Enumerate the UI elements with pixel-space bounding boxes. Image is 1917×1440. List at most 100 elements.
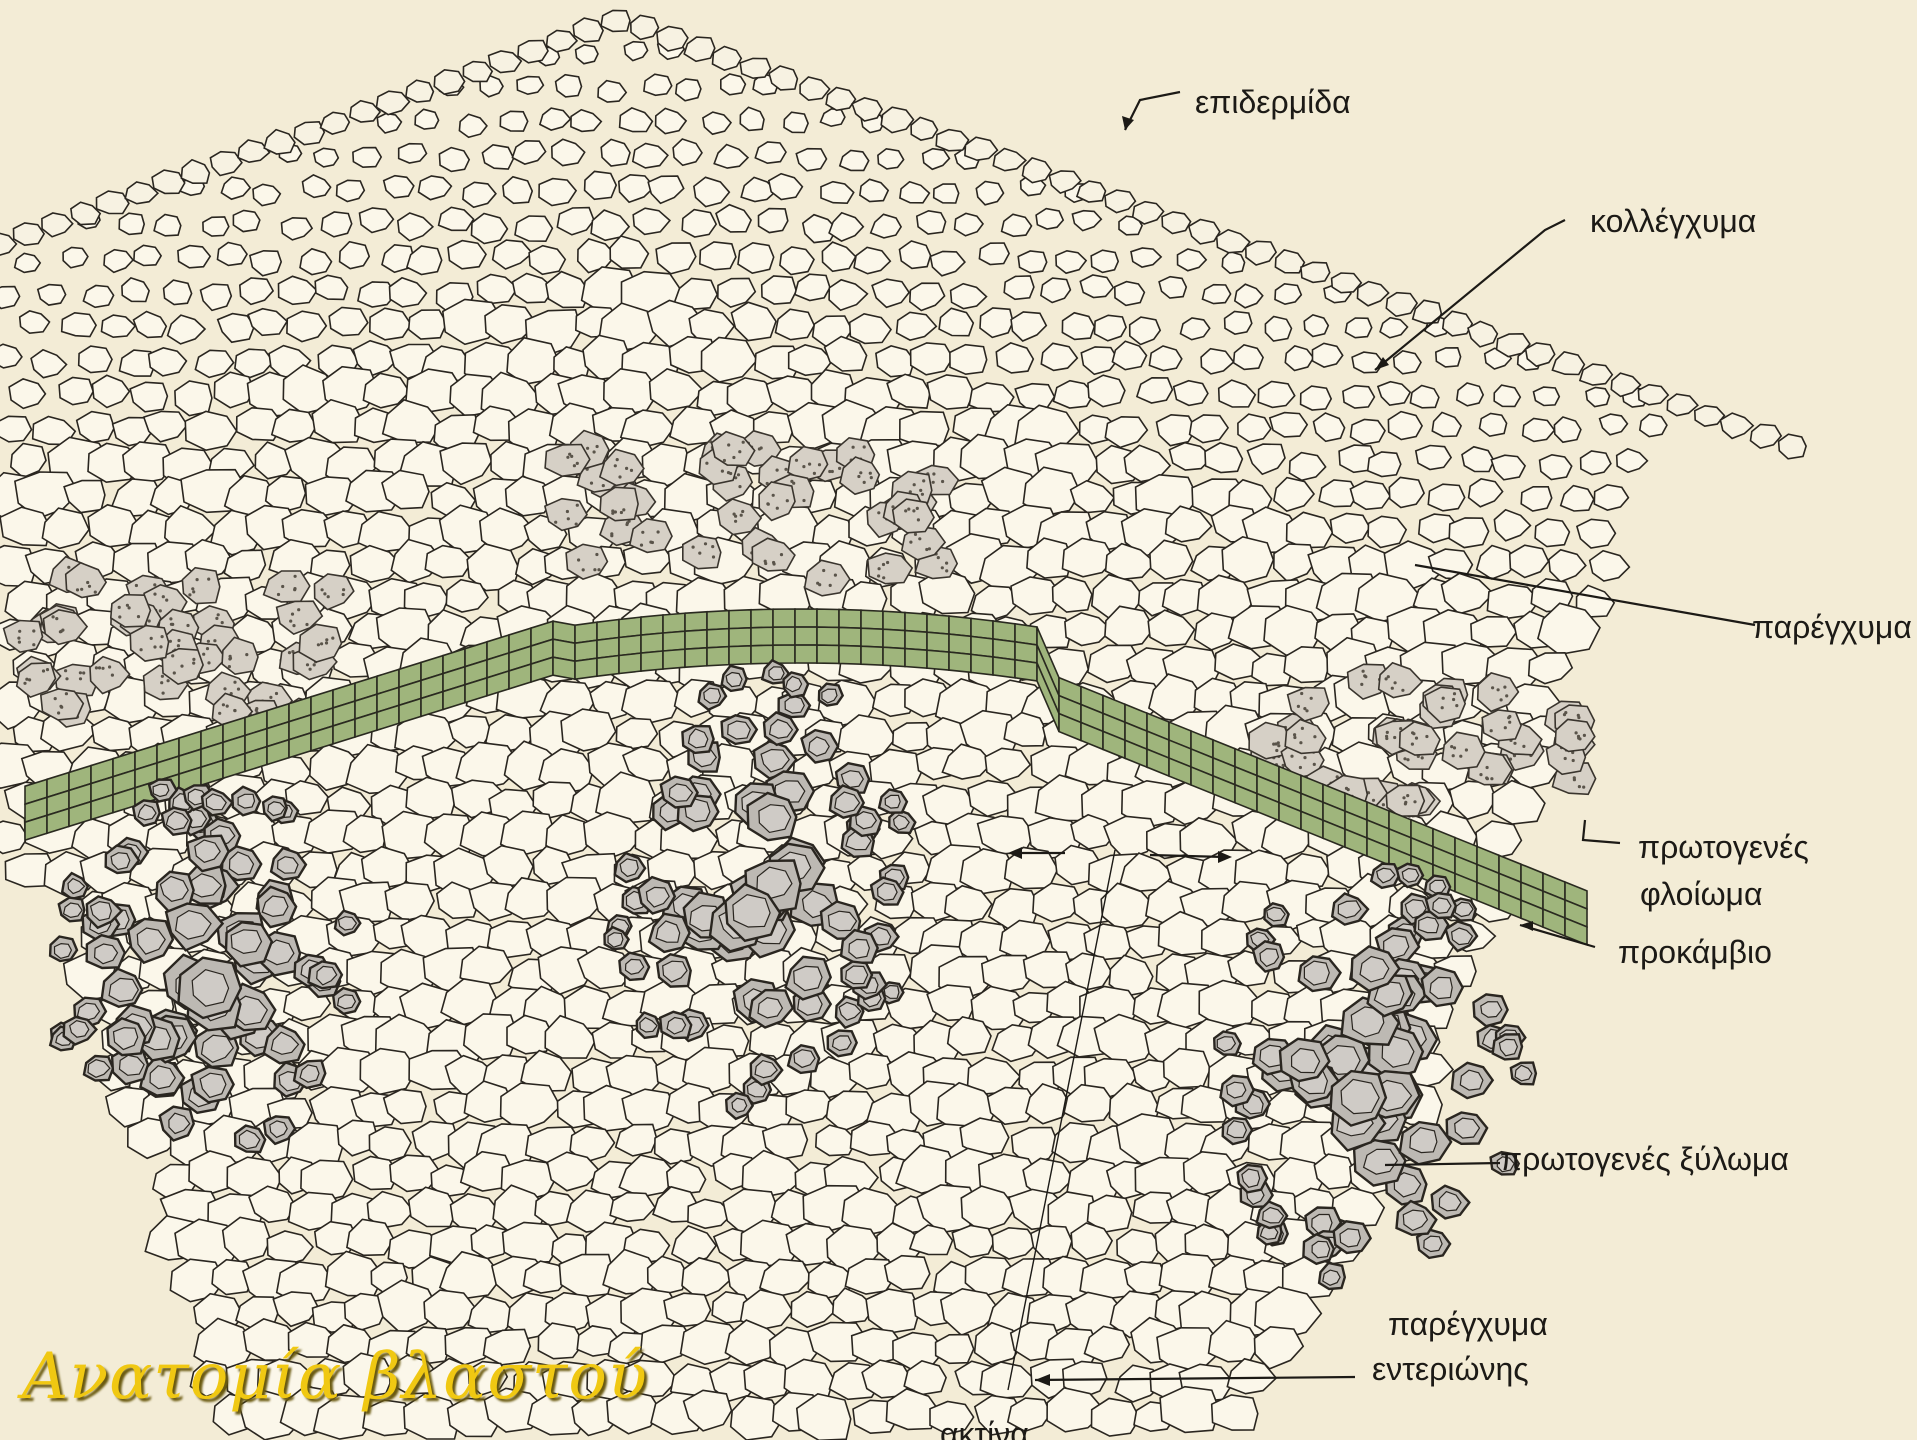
parenchyma-cell [409,310,447,339]
phloem-dot [1347,788,1350,791]
parenchyma-cell [59,378,93,405]
parenchyma-cell [119,213,144,234]
phloem-dot [1386,731,1389,734]
phloem-dot [342,588,345,591]
phloem-dot [1452,754,1455,757]
xylem-lumen [728,721,751,739]
phloem-dot [207,578,210,581]
phloem-dot [153,593,156,596]
procambium-cell [905,631,927,651]
phloem-dot [1415,737,1418,740]
parenchyma-cell [1535,519,1569,547]
phloem-dot [1450,745,1453,748]
phloem-dot [1575,731,1578,734]
phloem-dot [108,665,111,668]
procambium-cell [773,627,795,645]
phloem-dot [764,560,767,563]
parenchyma-cell [585,171,617,199]
phloem-dot [904,509,907,512]
phloem-dot [57,711,60,714]
phloem-dot [1421,756,1424,759]
phloem-dot [909,541,912,544]
phloem-dot [818,583,821,586]
parenchyma-cell [79,346,112,372]
phloem-dot [277,593,280,596]
xylem-lumen [1312,1241,1330,1257]
xylem-lumen [1340,1229,1360,1247]
phloem-dot [233,709,236,712]
phloem-dot [320,642,323,645]
procambium-cell [707,611,729,630]
phloem-dot [202,653,205,656]
phloem-dot [932,481,935,484]
phloem-dot [192,658,195,661]
phloem-dot [1583,734,1586,737]
procambium-cell [795,609,817,627]
phloem-dot [1563,713,1566,716]
phloem-dot [912,509,915,512]
phloem-dot [79,671,82,674]
parenchyma-cell [934,184,959,203]
phloem-dot [1303,756,1306,759]
phloem-dot [233,681,236,684]
phloem-dot [734,520,737,523]
phloem-dot [226,705,229,708]
phloem-dot [88,585,91,588]
phloem-dot [877,511,880,514]
epidermis-cell [601,10,630,31]
phloem-dot [159,609,162,612]
parenchyma-cell [503,177,532,204]
phloem-dot [331,637,334,640]
procambium-cell [949,634,971,654]
label-parenchyma: παρέγχυμα [1752,609,1912,645]
phloem-dot [95,666,98,669]
phloem-dot [575,523,578,526]
phloem-dot [327,595,330,598]
phloem-dot [772,494,775,497]
phloem-dot [221,621,224,624]
phloem-dot [160,681,163,684]
phloem-dot [65,677,68,680]
phloem-dot [1293,736,1296,739]
phloem-dot [46,668,49,671]
phloem-dot [86,581,89,584]
phloem-dot [712,555,715,558]
procambium-cell [619,653,641,673]
procambium-cell [597,637,619,658]
procambium-cell [839,627,861,646]
phloem-dot [1299,741,1302,744]
procambium-cell [883,647,905,666]
phloem-dot [1382,803,1385,806]
phloem-dot [802,499,805,502]
phloem-dot [1275,749,1278,752]
parenchyma-cell [1222,252,1244,274]
phloem-dot [738,485,741,488]
epidermis-cell [97,191,129,213]
phloem-dot [614,464,617,467]
phloem-dot [1503,686,1506,689]
phloem-dot [159,645,162,648]
slide-title: Ανατομία βλαστού [22,1340,648,1414]
phloem-dot [732,456,735,459]
procambium-cell [817,645,839,663]
phloem-dot [1313,763,1316,766]
phloem-dot [582,568,585,571]
procambium-cell [971,618,993,639]
phloem-dot [25,678,28,681]
xylem-lumen [338,995,356,1009]
phloem-dot [165,599,168,602]
phloem-dot [67,566,70,569]
xylem-lumen [849,939,870,958]
phloem-dot [573,464,576,467]
phloem-dot [882,563,885,566]
xylem-lumen [732,1098,747,1112]
xylem-lumen [785,696,804,713]
phloem-dot [162,692,165,695]
phloem-dot [1297,705,1300,708]
phloem-dot [1363,674,1366,677]
phloem-dot [737,473,740,476]
procambium-cell [707,629,729,648]
phloem-dot [567,517,570,520]
xylem-lumen [704,688,721,703]
procambium-cell [619,635,641,655]
